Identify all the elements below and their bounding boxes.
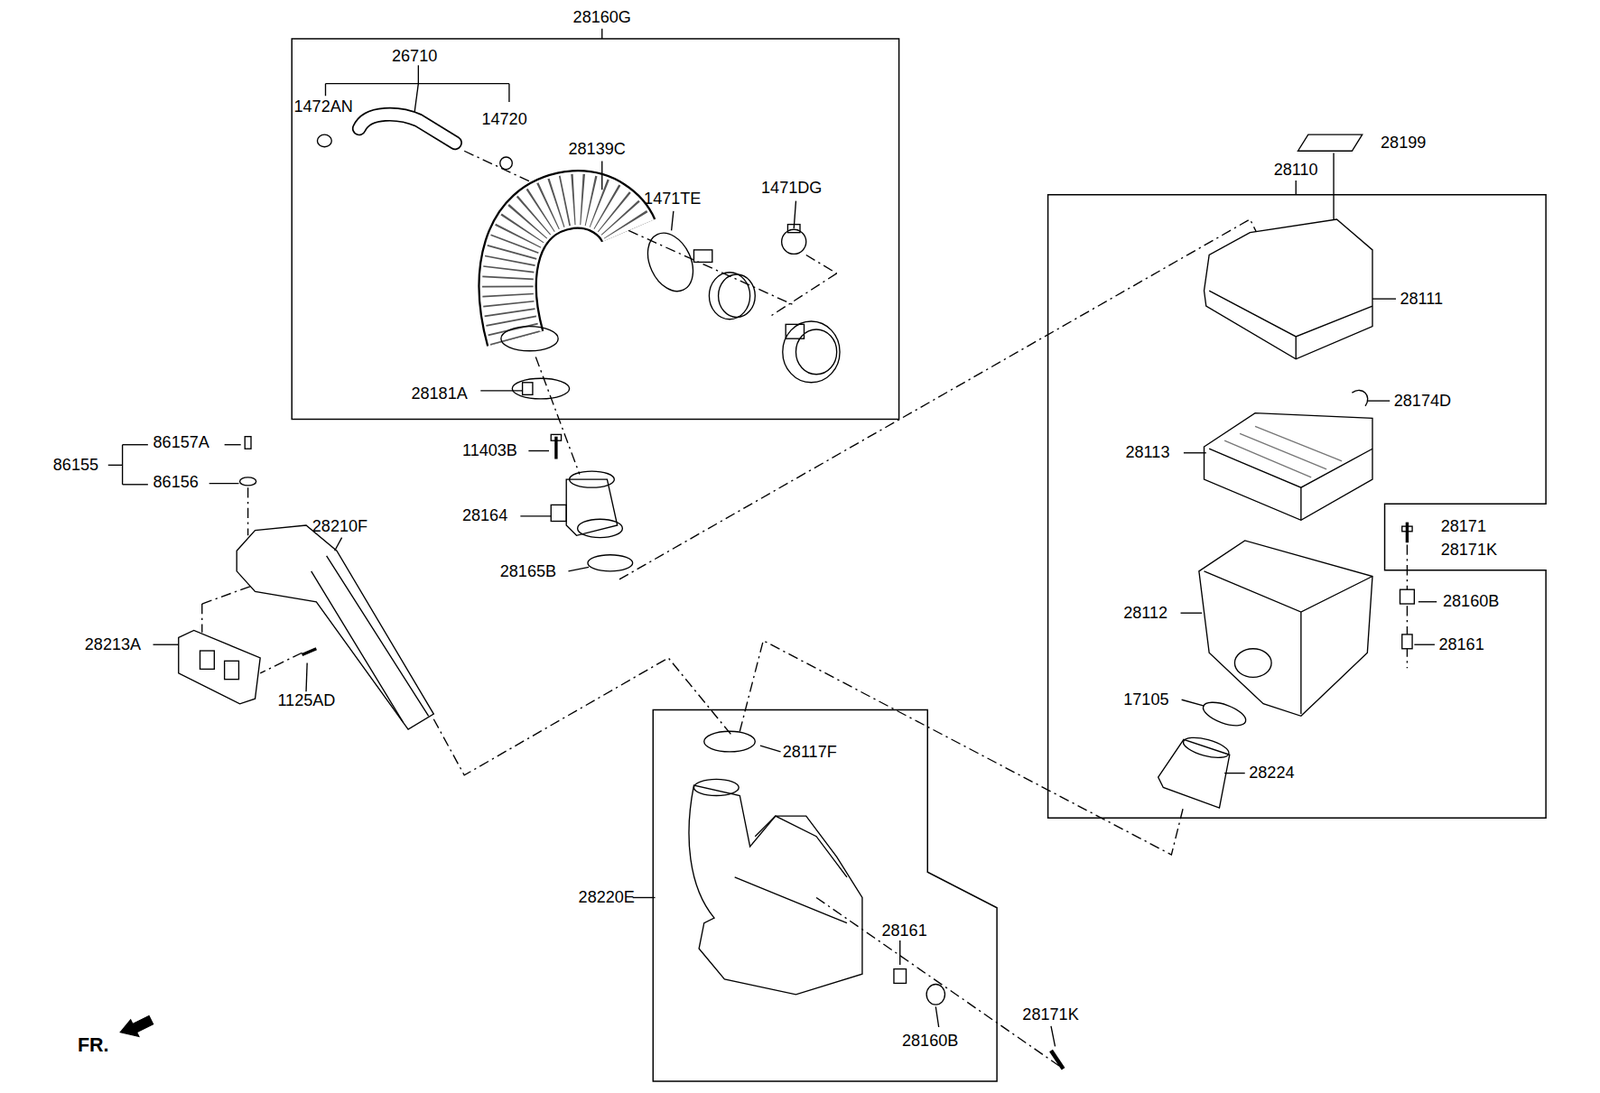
callout-number: 28161 <box>881 922 927 941</box>
callout-number: 17105 <box>1123 690 1169 709</box>
callout-number: 1472AN <box>293 97 353 116</box>
callout-number: 28113 <box>1125 444 1171 463</box>
group-number: 28160G <box>573 8 632 27</box>
callout-number: 1471TE <box>643 189 701 208</box>
callout-number: 28165B <box>500 562 557 581</box>
group-number: 28220E <box>578 888 635 907</box>
group-box: 28160G <box>291 38 899 420</box>
callout-number: 28160B <box>902 1032 959 1052</box>
callout-number: 28164 <box>462 507 508 526</box>
callout-number: 28171 <box>1441 517 1487 536</box>
callout-number: 28174D <box>1394 391 1452 410</box>
group-outline <box>652 710 997 1082</box>
group-box: 28110 <box>1048 195 1546 819</box>
callout-number: 28171K <box>1022 1005 1079 1024</box>
callout-number: 28139C <box>567 139 625 159</box>
callout-number: 86155 <box>53 455 99 475</box>
group-outline <box>1048 195 1546 819</box>
callout-number: 28181A <box>410 384 467 403</box>
callout-number: 86157A <box>153 433 210 452</box>
callout-number: 28171K <box>1441 540 1498 559</box>
group-number: 28110 <box>1274 161 1319 180</box>
callout-number: 28161 <box>1438 635 1484 654</box>
callout-number: 28111 <box>1399 289 1443 308</box>
group-box: 28220E <box>652 710 997 1082</box>
callout-number: 28117F <box>782 743 838 762</box>
callout-number: 1471DG <box>761 178 822 197</box>
callout-number: 86156 <box>153 473 199 492</box>
callout-number: 26710 <box>391 46 438 66</box>
group-outline <box>291 38 899 420</box>
callout-number: 28213A <box>84 635 141 654</box>
callout-number: 28224 <box>1248 763 1294 782</box>
direction-label: FR. <box>77 1036 110 1055</box>
callout-number: 28210F <box>312 517 368 536</box>
callout-number: 28160B <box>1442 593 1499 612</box>
callout-number: 14720 <box>481 110 527 129</box>
callout-number: 11403B <box>462 441 518 460</box>
callout-number: 28112 <box>1123 604 1168 623</box>
callout-number: 28199 <box>1380 133 1426 152</box>
callout-number: 1125AD <box>277 691 335 710</box>
